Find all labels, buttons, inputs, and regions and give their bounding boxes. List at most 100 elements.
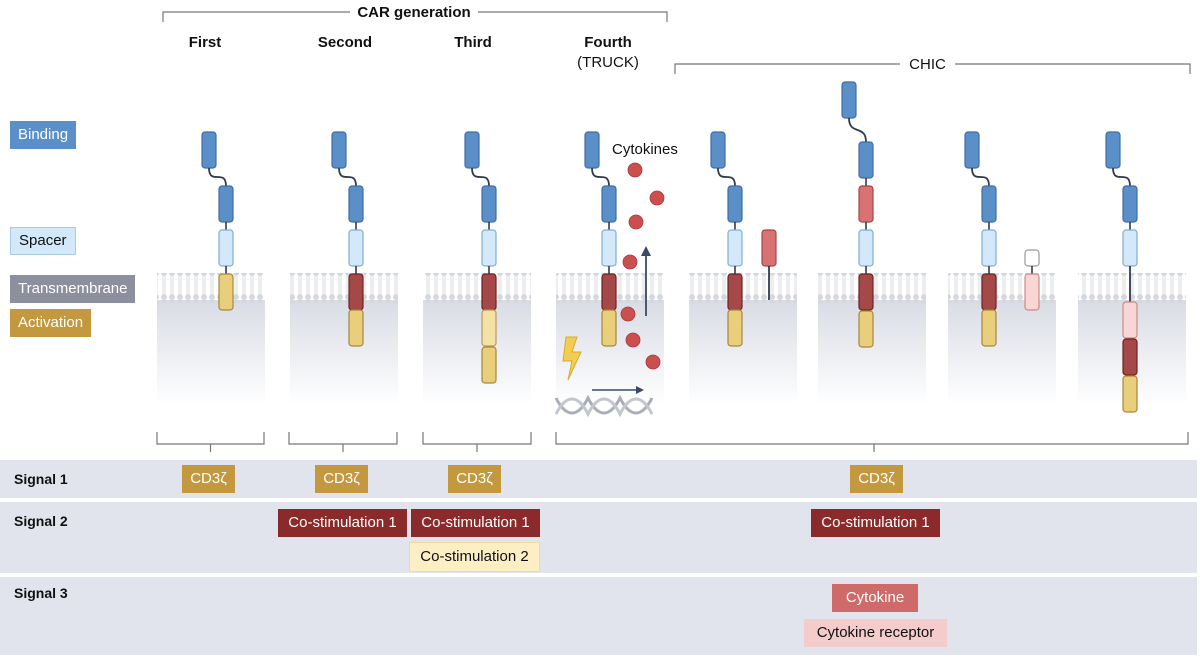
signal-3-band bbox=[0, 577, 1197, 655]
binding-domain-vl bbox=[710, 131, 726, 169]
cytokine-particle bbox=[622, 254, 638, 270]
chic-group-bracket bbox=[555, 432, 1189, 452]
cell-membrane bbox=[1078, 273, 1186, 303]
fused-cytokine bbox=[858, 185, 874, 223]
chip-cytokine-chic: Cytokine bbox=[832, 584, 918, 612]
chip-costim1-second: Co-stimulation 1 bbox=[278, 509, 407, 537]
binding-domain-vh bbox=[858, 141, 874, 179]
spacer-domain bbox=[1122, 229, 1138, 267]
intracellular-domain bbox=[481, 346, 497, 384]
intracellular-domain bbox=[481, 309, 497, 347]
cell-cytoplasm bbox=[423, 300, 531, 405]
binding-domain-vh bbox=[727, 185, 743, 223]
car-generation-bracket bbox=[162, 11, 668, 22]
transmembrane-domain bbox=[481, 273, 497, 311]
group-bracket bbox=[288, 432, 398, 452]
legend-activation: Activation bbox=[10, 309, 92, 337]
binding-domain-vl bbox=[464, 131, 480, 169]
cytokine-particle bbox=[649, 190, 665, 206]
cell-membrane bbox=[290, 273, 398, 303]
intracellular-domain bbox=[348, 309, 364, 347]
receptor-ligand-site bbox=[1024, 249, 1040, 267]
signal-2-label: Signal 2 bbox=[14, 513, 68, 529]
spacer-domain bbox=[981, 229, 997, 267]
membrane-tethered-cytokine bbox=[761, 229, 777, 267]
flexible-linker bbox=[971, 167, 990, 187]
spacer-domain bbox=[601, 229, 617, 267]
spacer-domain bbox=[858, 229, 874, 267]
cytokine-particle bbox=[620, 306, 636, 322]
chip-cd3z-third: CD3ζ bbox=[448, 465, 501, 493]
cd3z-domain bbox=[1122, 375, 1138, 413]
signal-1-label: Signal 1 bbox=[14, 471, 68, 487]
flexible-linker bbox=[1112, 167, 1131, 187]
cell-cytoplasm bbox=[948, 300, 1056, 405]
binding-domain-vl bbox=[841, 81, 857, 119]
cell-cytoplasm bbox=[290, 300, 398, 405]
cell-membrane bbox=[948, 273, 1056, 303]
cytokines-label: Cytokines bbox=[612, 141, 678, 158]
lightning-icon bbox=[562, 336, 582, 381]
gen-second-label: Second bbox=[317, 34, 373, 51]
transmembrane-domain bbox=[727, 273, 743, 311]
spacer-domain bbox=[481, 229, 497, 267]
spacer-domain bbox=[218, 229, 234, 267]
cytokine-particle bbox=[627, 162, 643, 178]
cell-cytoplasm bbox=[689, 300, 797, 405]
binding-domain-vl bbox=[584, 131, 600, 169]
binding-domain-vl bbox=[964, 131, 980, 169]
chip-cytokine-receptor-chic: Cytokine receptor bbox=[804, 619, 947, 647]
cytokine-particle bbox=[628, 214, 644, 230]
dna-strand-icon bbox=[554, 397, 654, 418]
intracellular-domain bbox=[981, 309, 997, 347]
legend-transmembrane: Transmembrane bbox=[10, 275, 136, 303]
cd3z-domain bbox=[218, 273, 234, 311]
cytokine-receptor bbox=[1024, 273, 1040, 311]
group-bracket bbox=[156, 432, 265, 452]
costim-domain bbox=[1122, 338, 1138, 376]
flexible-linker bbox=[848, 117, 867, 143]
arrow-head-icon bbox=[636, 386, 644, 394]
intracellular-domain bbox=[601, 309, 617, 347]
chip-costim1-third: Co-stimulation 1 bbox=[411, 509, 540, 537]
chip-cd3z-first: CD3ζ bbox=[182, 465, 235, 493]
cell-membrane bbox=[689, 273, 797, 303]
gen-first-label: First bbox=[188, 34, 222, 51]
cytokine-receptor-domain bbox=[1122, 301, 1138, 339]
binding-domain-vh bbox=[601, 185, 617, 223]
gen-fourth-label: Fourth bbox=[584, 34, 632, 51]
legend-spacer: Spacer bbox=[10, 227, 76, 255]
spacer-domain bbox=[727, 229, 743, 267]
legend-binding: Binding bbox=[10, 121, 77, 149]
binding-domain-vh bbox=[481, 185, 497, 223]
binding-domain-vh bbox=[348, 185, 364, 223]
intracellular-domain bbox=[727, 309, 743, 347]
flexible-linker bbox=[471, 167, 490, 187]
chip-cd3z-second: CD3ζ bbox=[315, 465, 368, 493]
chip-costim2-third: Co-stimulation 2 bbox=[409, 542, 540, 572]
car-generation-title: CAR generation bbox=[357, 4, 471, 21]
cell-membrane bbox=[423, 273, 531, 303]
flexible-linker bbox=[338, 167, 357, 187]
cell-membrane bbox=[157, 273, 265, 303]
signal-3-label: Signal 3 bbox=[14, 585, 68, 601]
dna-strand-icon bbox=[554, 394, 654, 415]
binding-domain-vh bbox=[218, 185, 234, 223]
binding-domain-vl bbox=[201, 131, 217, 169]
binding-domain-vh bbox=[1122, 185, 1138, 223]
chip-cd3z-chic: CD3ζ bbox=[850, 465, 903, 493]
binding-domain-vl bbox=[331, 131, 347, 169]
flexible-linker bbox=[591, 167, 610, 187]
gen-fourth-sublabel: (TRUCK) bbox=[577, 54, 639, 71]
cell-cytoplasm bbox=[157, 300, 265, 405]
transmembrane-domain bbox=[348, 273, 364, 311]
cytokine-particle bbox=[645, 354, 661, 370]
cytokine-particle bbox=[625, 332, 641, 348]
transmembrane-domain bbox=[858, 273, 874, 311]
transmembrane-domain bbox=[981, 273, 997, 311]
chip-costim1-chic: Co-stimulation 1 bbox=[811, 509, 940, 537]
chic-title: CHIC bbox=[909, 56, 946, 73]
flexible-linker bbox=[208, 167, 227, 187]
signal-1-band bbox=[0, 460, 1197, 498]
car-constructs-diagram bbox=[156, 81, 1189, 452]
